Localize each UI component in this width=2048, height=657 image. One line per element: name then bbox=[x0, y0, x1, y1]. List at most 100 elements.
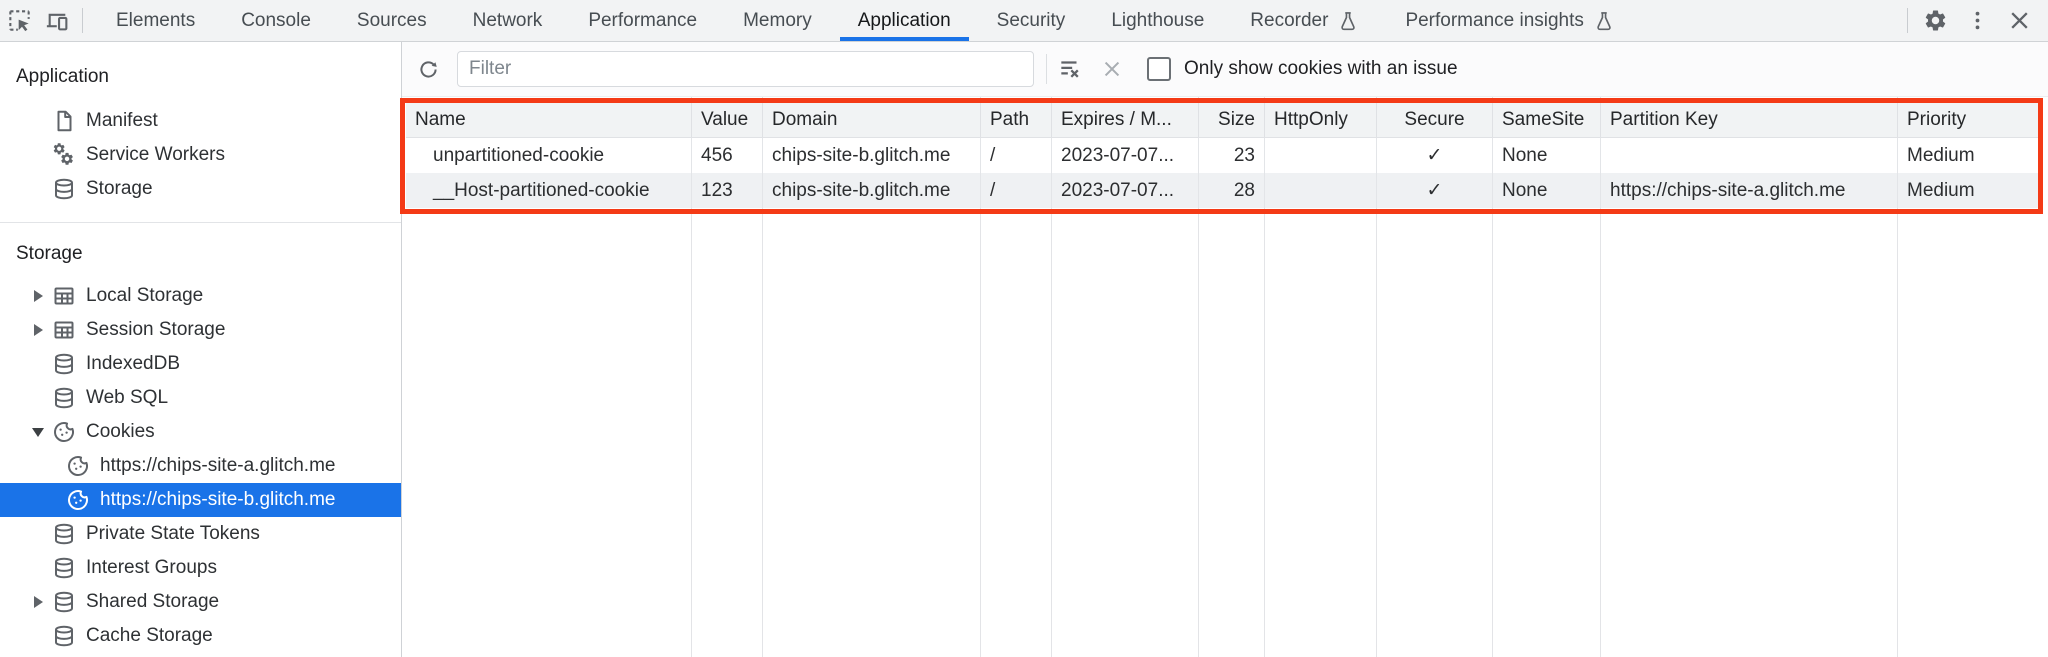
x-icon bbox=[1101, 58, 1123, 80]
table-icon bbox=[52, 284, 76, 308]
sidebar-item-local-storage[interactable]: Local Storage bbox=[0, 279, 401, 313]
sidebar-section-storage: Storage Local Storage Session Storage bbox=[0, 222, 401, 653]
toolbar-divider bbox=[82, 8, 83, 33]
column-header-samesite[interactable]: SameSite bbox=[1493, 103, 1601, 137]
panel-tabs: Elements Console Sources Network Perform… bbox=[93, 0, 1638, 41]
cookie-secure-cell: ✓ bbox=[1377, 173, 1493, 208]
column-header-priority[interactable]: Priority bbox=[1907, 109, 1967, 130]
sidebar-item-storage[interactable]: Storage bbox=[0, 172, 401, 206]
toolbar-divider bbox=[1046, 54, 1047, 84]
tab-recorder[interactable]: Recorder bbox=[1227, 0, 1382, 41]
kebab-menu-icon bbox=[1965, 8, 1990, 33]
cookie-size-cell: 23 bbox=[1199, 138, 1265, 173]
cookies-panel: Only show cookies with an issue Name Val… bbox=[400, 42, 2048, 657]
delete-cookie-button[interactable] bbox=[1099, 56, 1125, 82]
file-icon bbox=[52, 109, 76, 133]
sidebar-item-web-sql[interactable]: Web SQL bbox=[0, 381, 401, 415]
chevron-right-icon bbox=[33, 290, 43, 302]
cookie-partition-key-cell: https://chips-site-a.glitch.me bbox=[1601, 173, 1898, 208]
cookie-name-cell: unpartitioned-cookie bbox=[406, 138, 692, 173]
sidebar-item-indexeddb[interactable]: IndexedDB bbox=[0, 347, 401, 381]
cookie-path-cell: / bbox=[981, 173, 1052, 208]
sidebar-item-cookies-chips-site-a[interactable]: https://chips-site-a.glitch.me bbox=[0, 449, 401, 483]
database-icon bbox=[52, 386, 76, 410]
filter-input[interactable] bbox=[457, 51, 1034, 87]
sidebar-item-cookies-chips-site-b[interactable]: https://chips-site-b.glitch.me bbox=[0, 483, 401, 517]
sidebar-item-cookies[interactable]: Cookies bbox=[0, 415, 401, 449]
sidebar-item-shared-storage[interactable]: Shared Storage bbox=[0, 585, 401, 619]
tab-lighthouse[interactable]: Lighthouse bbox=[1111, 9, 1205, 31]
cookie-priority-cell: Medium bbox=[1907, 179, 1975, 201]
tab-application[interactable]: Application bbox=[835, 0, 974, 41]
tab-security[interactable]: Security bbox=[996, 9, 1066, 31]
column-header-partition-key[interactable]: Partition Key bbox=[1601, 103, 1898, 137]
column-header-name[interactable]: Name bbox=[406, 103, 692, 137]
column-header-expires[interactable]: Expires / M... bbox=[1052, 103, 1199, 137]
gear-icon bbox=[1923, 8, 1948, 33]
sidebar-section-title: Storage bbox=[16, 243, 83, 264]
sidebar-item-service-workers[interactable]: Service Workers bbox=[0, 138, 401, 172]
tab-memory[interactable]: Memory bbox=[743, 9, 812, 31]
cookie-icon bbox=[66, 454, 90, 478]
close-icon bbox=[2007, 8, 2032, 33]
sidebar-item-interest-groups[interactable]: Interest Groups bbox=[0, 551, 401, 585]
sidebar-section-title: Application bbox=[16, 66, 109, 87]
sidebar-item-manifest[interactable]: Manifest bbox=[0, 104, 401, 138]
column-header-path[interactable]: Path bbox=[981, 103, 1052, 137]
column-header-secure[interactable]: Secure bbox=[1377, 103, 1493, 137]
cookie-httponly-cell bbox=[1265, 138, 1377, 173]
sidebar-item-private-state-tokens[interactable]: Private State Tokens bbox=[0, 517, 401, 551]
more-options-button[interactable] bbox=[1956, 0, 1998, 41]
cookie-domain-cell: chips-site-b.glitch.me bbox=[763, 138, 981, 173]
cookie-expires-cell: 2023-07-07... bbox=[1052, 138, 1199, 173]
cookie-httponly-cell bbox=[1265, 173, 1377, 208]
column-header-value[interactable]: Value bbox=[692, 103, 763, 137]
chevron-right-icon bbox=[33, 596, 43, 608]
tab-elements[interactable]: Elements bbox=[116, 9, 196, 31]
table-header-row: Name Value Domain Path Expires / M... Si… bbox=[406, 103, 2042, 138]
refresh-icon bbox=[417, 58, 440, 81]
column-header-httponly[interactable]: HttpOnly bbox=[1265, 103, 1377, 137]
cookie-value-cell: 456 bbox=[692, 138, 763, 173]
clear-filter-button[interactable] bbox=[1055, 54, 1085, 84]
cookie-size-cell: 28 bbox=[1199, 173, 1265, 208]
tab-performance[interactable]: Performance bbox=[588, 9, 698, 31]
database-icon bbox=[52, 556, 76, 580]
cookie-expires-cell: 2023-07-07... bbox=[1052, 173, 1199, 208]
cookies-table: Name Value Domain Path Expires / M... Si… bbox=[400, 97, 2043, 657]
only-issue-checkbox[interactable] bbox=[1147, 57, 1171, 81]
tab-sources[interactable]: Sources bbox=[356, 9, 427, 31]
tab-performance-insights[interactable]: Performance insights bbox=[1382, 0, 1637, 41]
cookie-path-cell: / bbox=[981, 138, 1052, 173]
cookie-priority-cell: Medium bbox=[1907, 144, 1975, 166]
table-icon bbox=[52, 318, 76, 342]
database-icon bbox=[52, 177, 76, 201]
column-header-size[interactable]: Size bbox=[1199, 103, 1265, 137]
cookie-partition-key-cell bbox=[1601, 138, 1898, 173]
cookie-icon bbox=[52, 420, 76, 444]
cookie-samesite-cell: None bbox=[1493, 138, 1601, 173]
clear-filter-icon bbox=[1057, 56, 1083, 82]
database-icon bbox=[52, 352, 76, 376]
experiment-flask-icon bbox=[1597, 11, 1611, 30]
database-icon bbox=[52, 590, 76, 614]
tab-console[interactable]: Console bbox=[241, 9, 311, 31]
column-header-domain[interactable]: Domain bbox=[763, 103, 981, 137]
device-toolbar-button[interactable] bbox=[38, 0, 76, 41]
sidebar-item-cache-storage[interactable]: Cache Storage bbox=[0, 619, 401, 653]
close-devtools-button[interactable] bbox=[1998, 0, 2040, 41]
table-row[interactable]: unpartitioned-cookie 456 chips-site-b.gl… bbox=[406, 138, 2042, 173]
service-workers-icon bbox=[52, 143, 76, 167]
sidebar-item-session-storage[interactable]: Session Storage bbox=[0, 313, 401, 347]
tab-network[interactable]: Network bbox=[472, 9, 543, 31]
experiment-flask-icon bbox=[1341, 11, 1356, 30]
table-row[interactable]: __Host-partitioned-cookie 123 chips-site… bbox=[406, 173, 2042, 208]
cookie-samesite-cell: None bbox=[1493, 173, 1601, 208]
settings-button[interactable] bbox=[1914, 0, 1956, 41]
devtools-toolbar: Elements Console Sources Network Perform… bbox=[0, 0, 2048, 42]
inspect-element-button[interactable] bbox=[0, 0, 38, 41]
cookie-value-cell: 123 bbox=[692, 173, 763, 208]
application-sidebar: Application Manifest bbox=[0, 42, 402, 657]
refresh-button[interactable] bbox=[410, 51, 446, 87]
